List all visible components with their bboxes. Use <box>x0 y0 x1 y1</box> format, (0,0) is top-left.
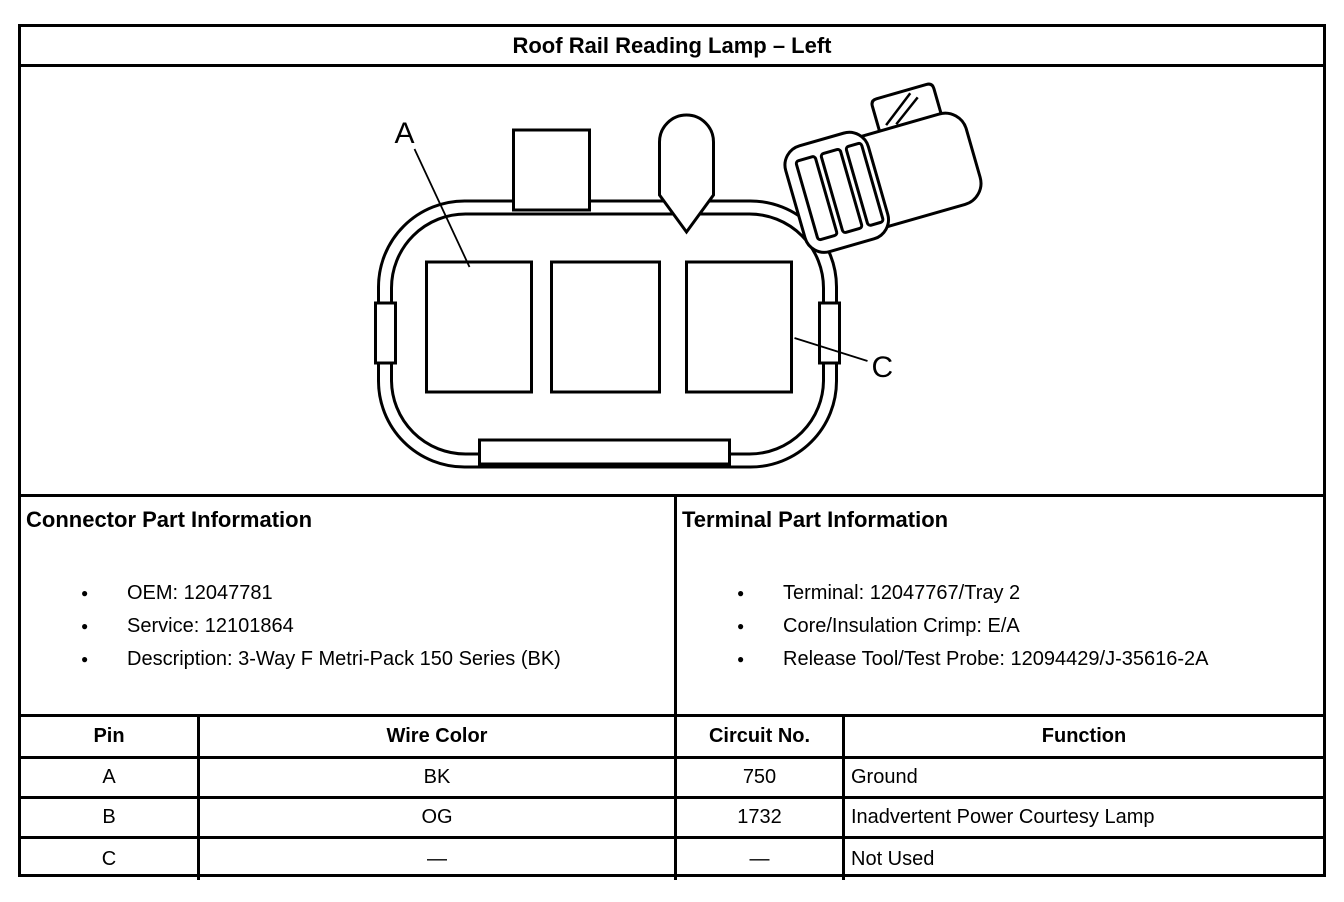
bottom-tab <box>478 438 731 466</box>
connector-part-info-list: OEM: 12047781 Service: 12101864 Descript… <box>21 577 674 676</box>
terminal-slot-1 <box>794 155 839 242</box>
function-cell: Not Used <box>851 848 935 870</box>
latch-detail-line-2 <box>895 96 919 126</box>
pin-cell: A <box>21 759 200 796</box>
connector-face-view <box>374 113 841 469</box>
pin-cell: C <box>21 839 200 880</box>
leader-line-a <box>413 148 471 268</box>
cavity-b <box>550 260 661 394</box>
terminal-part-info-heading: Terminal Part Information <box>682 507 949 532</box>
top-tab <box>512 128 591 212</box>
label-c: C <box>872 351 894 384</box>
circuit-no-header: Circuit No. <box>677 717 845 756</box>
terminal-part-info-list: Terminal: 12047767/Tray 2 Core/Insulatio… <box>677 577 1323 676</box>
list-item: Release Tool/Test Probe: 12094429/J-3561… <box>677 643 1323 676</box>
terminal-slot-2 <box>819 147 864 234</box>
pin-table: Pin Wire Color Circuit No. Function A BK… <box>21 717 1323 880</box>
pin-header: Pin <box>21 717 200 756</box>
latch-detail-line-1 <box>885 92 912 126</box>
connector-part-info-heading: Connector Part Information <box>26 507 313 532</box>
lock-pin <box>658 113 715 235</box>
circuit-cell: — <box>677 839 845 880</box>
leader-lines <box>413 148 868 362</box>
list-item: OEM: 12047781 <box>21 577 674 610</box>
function-cell: Ground <box>851 766 918 788</box>
pin-table-header-row: Pin Wire Color Circuit No. Function <box>21 717 1323 759</box>
function-header: Function <box>1041 725 1127 747</box>
connector-part-info: Connector Part Information OEM: 12047781… <box>21 497 677 714</box>
label-a: A <box>395 117 415 150</box>
leader-line-c <box>794 337 868 362</box>
terminal-part-info: Terminal Part Information Terminal: 1204… <box>677 497 1323 714</box>
cavity-a <box>425 260 533 394</box>
circuit-cell: 1732 <box>677 799 845 836</box>
left-index-tab <box>374 301 397 365</box>
function-cell: Inadvertent Power Courtesy Lamp <box>851 806 1155 828</box>
part-information-section: Connector Part Information OEM: 12047781… <box>21 497 1323 717</box>
list-item: Description: 3-Way F Metri-Pack 150 Seri… <box>21 643 674 676</box>
circuit-cell: 750 <box>677 759 845 796</box>
table-row: C — — Not Used <box>21 839 1323 880</box>
pin-cell: B <box>21 799 200 836</box>
cavity-c <box>685 260 793 394</box>
terminal-slot-3 <box>844 141 885 227</box>
page-title: Roof Rail Reading Lamp – Left <box>21 27 1323 67</box>
right-index-tab <box>818 301 841 365</box>
wire-color-cell: BK <box>200 759 677 796</box>
wire-color-cell: — <box>200 839 677 880</box>
list-item: Service: 12101864 <box>21 610 674 643</box>
wire-color-cell: OG <box>200 799 677 836</box>
list-item: Core/Insulation Crimp: E/A <box>677 610 1323 643</box>
table-row: B OG 1732 Inadvertent Power Courtesy Lam… <box>21 799 1323 839</box>
list-item: Terminal: 12047767/Tray 2 <box>677 577 1323 610</box>
connector-diagram: A C <box>21 67 1323 497</box>
connector-3d-view <box>783 82 983 254</box>
connector-diagram-svg: A C <box>374 82 983 469</box>
wire-color-header: Wire Color <box>200 717 677 756</box>
connector-info-sheet: Roof Rail Reading Lamp – Left <box>18 24 1326 880</box>
table-row: A BK 750 Ground <box>21 759 1323 799</box>
